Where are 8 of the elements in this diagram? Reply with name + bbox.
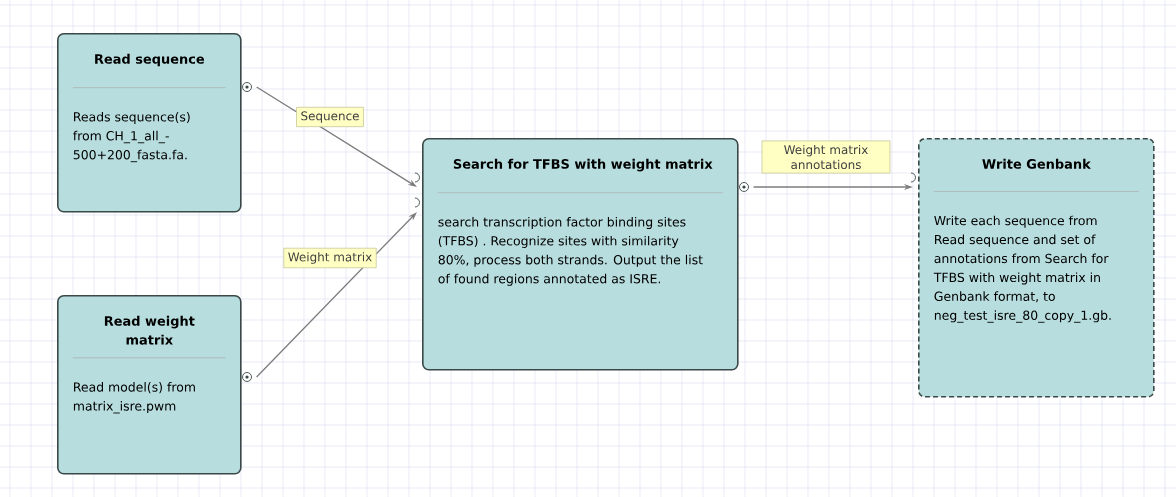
edge-label: Weight matrix annotations [761,140,891,174]
process-box: Read sequence Reads sequence(s) from CH_1_all_-500+200_fasta.fa. [57,33,242,213]
edge-label: Weight matrix [283,247,377,269]
process-box: Search for TFBS with weight matrix search transcription factor binding sites (TFBS) . Recognize sites with similarity 80%, process both strands. Output the list of found regions annotated as ISRE. [422,138,739,371]
process-box: Read weight matrix Read model(s) from matrix_isre.pwm [57,295,242,475]
edge-label: Sequence [296,106,364,128]
process-box: Write Genbank Write each sequence from Read sequence and set of annotations from Search for TFBS with weight matrix in Genbank format, to neg_test_isre_80_copy_1.gb. [918,138,1155,398]
arrow [255,212,417,378]
